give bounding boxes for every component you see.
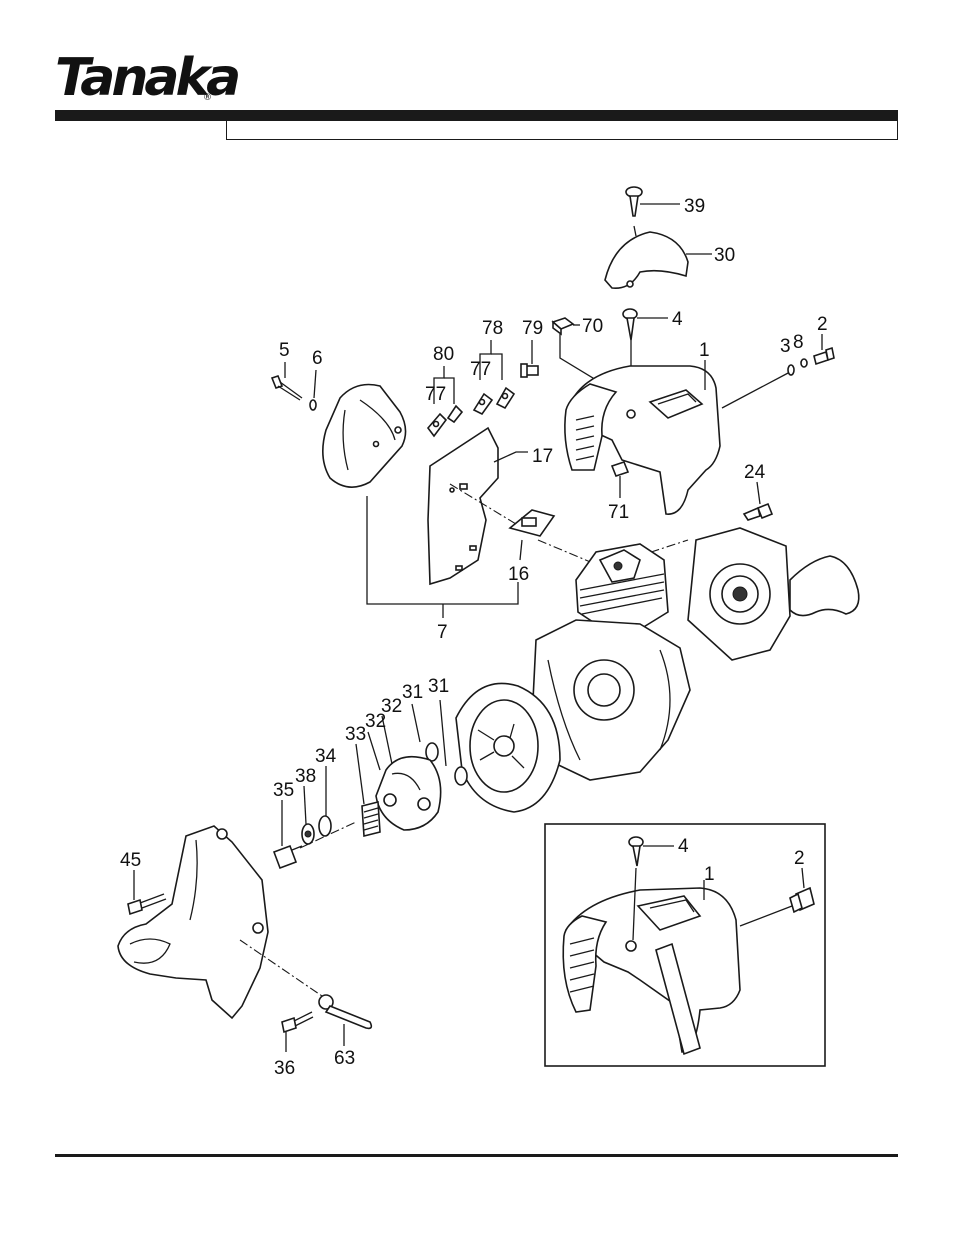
callout-77-right: 77	[470, 359, 491, 380]
wrench-63-drawing	[239, 939, 373, 1046]
bolt-2-drawing	[813, 334, 835, 366]
callout-45: 45	[120, 850, 141, 871]
cover-30-drawing	[604, 225, 712, 289]
callout-17: 17	[532, 446, 553, 467]
header-rule	[55, 110, 898, 121]
tanaka-logo: Tanaka	[55, 48, 241, 108]
callout-31-right: 31	[428, 676, 449, 697]
callout-32-lower: 32	[365, 711, 386, 732]
washer-34-drawing	[318, 766, 332, 837]
bracket-78	[479, 340, 503, 380]
clutch-drum-drawing	[455, 682, 561, 813]
inset-callout-1: 1	[704, 864, 715, 885]
header-title-box	[226, 121, 898, 140]
inset-callout-4: 4	[678, 836, 689, 857]
bracket-7	[366, 496, 519, 618]
callout-34: 34	[315, 746, 337, 767]
bolt-5-drawing	[270, 362, 303, 401]
callout-80: 80	[433, 344, 454, 365]
washer-6-drawing	[309, 369, 317, 411]
bolt-36-drawing	[281, 1011, 314, 1052]
callout-33: 33	[345, 724, 366, 745]
callout-24: 24	[744, 462, 766, 483]
callout-6: 6	[312, 348, 323, 369]
callout-77-left: 77	[425, 384, 446, 405]
crankcase-drawing	[531, 619, 691, 781]
inset-fan-cover-drawing	[562, 880, 793, 1056]
washer-38-drawing	[301, 785, 315, 845]
callout-2: 2	[817, 314, 828, 335]
registered-mark: ®	[203, 93, 212, 103]
callout-1: 1	[699, 340, 710, 361]
inset-bolt-2-drawing	[789, 867, 815, 914]
bracket-80	[433, 366, 455, 404]
engine-cylinder-drawing	[575, 543, 669, 629]
clutch-shoe-32-drawing	[367, 715, 442, 831]
bolt-79-drawing	[520, 340, 539, 378]
bolt-35-drawing	[272, 800, 357, 870]
washer-3-drawing	[787, 364, 795, 376]
inset-screw-4-drawing	[628, 836, 674, 941]
gear-housing-drawing	[117, 825, 269, 1020]
callout-39: 39	[684, 196, 705, 217]
callout-38: 38	[295, 766, 316, 787]
callout-8: 8	[793, 332, 804, 353]
callout-16: 16	[508, 564, 529, 585]
washer-31-drawing	[411, 699, 468, 786]
air-cleaner-cover-drawing	[322, 383, 407, 488]
callout-5: 5	[279, 340, 290, 361]
spring-33-drawing	[355, 743, 381, 838]
bolt-24-drawing	[742, 481, 774, 521]
plates-77-78-80-drawing	[426, 386, 516, 438]
callout-3: 3	[780, 336, 791, 357]
footer-rule	[55, 1154, 898, 1157]
callout-36: 36	[274, 1058, 295, 1079]
washer-8-drawing	[800, 358, 808, 368]
callout-79: 79	[522, 318, 543, 339]
recoil-starter-drawing	[601, 527, 860, 661]
plate-17-drawing	[427, 426, 528, 586]
callout-31-left: 31	[402, 682, 423, 703]
callout-70: 70	[582, 316, 603, 337]
bolt-45-drawing	[127, 870, 167, 916]
screw-39-drawing	[625, 186, 680, 217]
spacer-71-drawing	[610, 461, 630, 498]
callout-35: 35	[273, 780, 294, 801]
callout-32-upper: 32	[381, 696, 402, 717]
callout-30: 30	[714, 245, 735, 266]
inset-frame	[544, 823, 826, 1067]
callout-71: 71	[608, 502, 629, 523]
callout-63: 63	[334, 1048, 355, 1069]
callout-78: 78	[482, 318, 503, 339]
inset-callout-2: 2	[794, 848, 805, 869]
callout-7: 7	[437, 622, 448, 643]
fan-cover-1-drawing	[564, 360, 791, 515]
callout-4: 4	[672, 309, 683, 330]
